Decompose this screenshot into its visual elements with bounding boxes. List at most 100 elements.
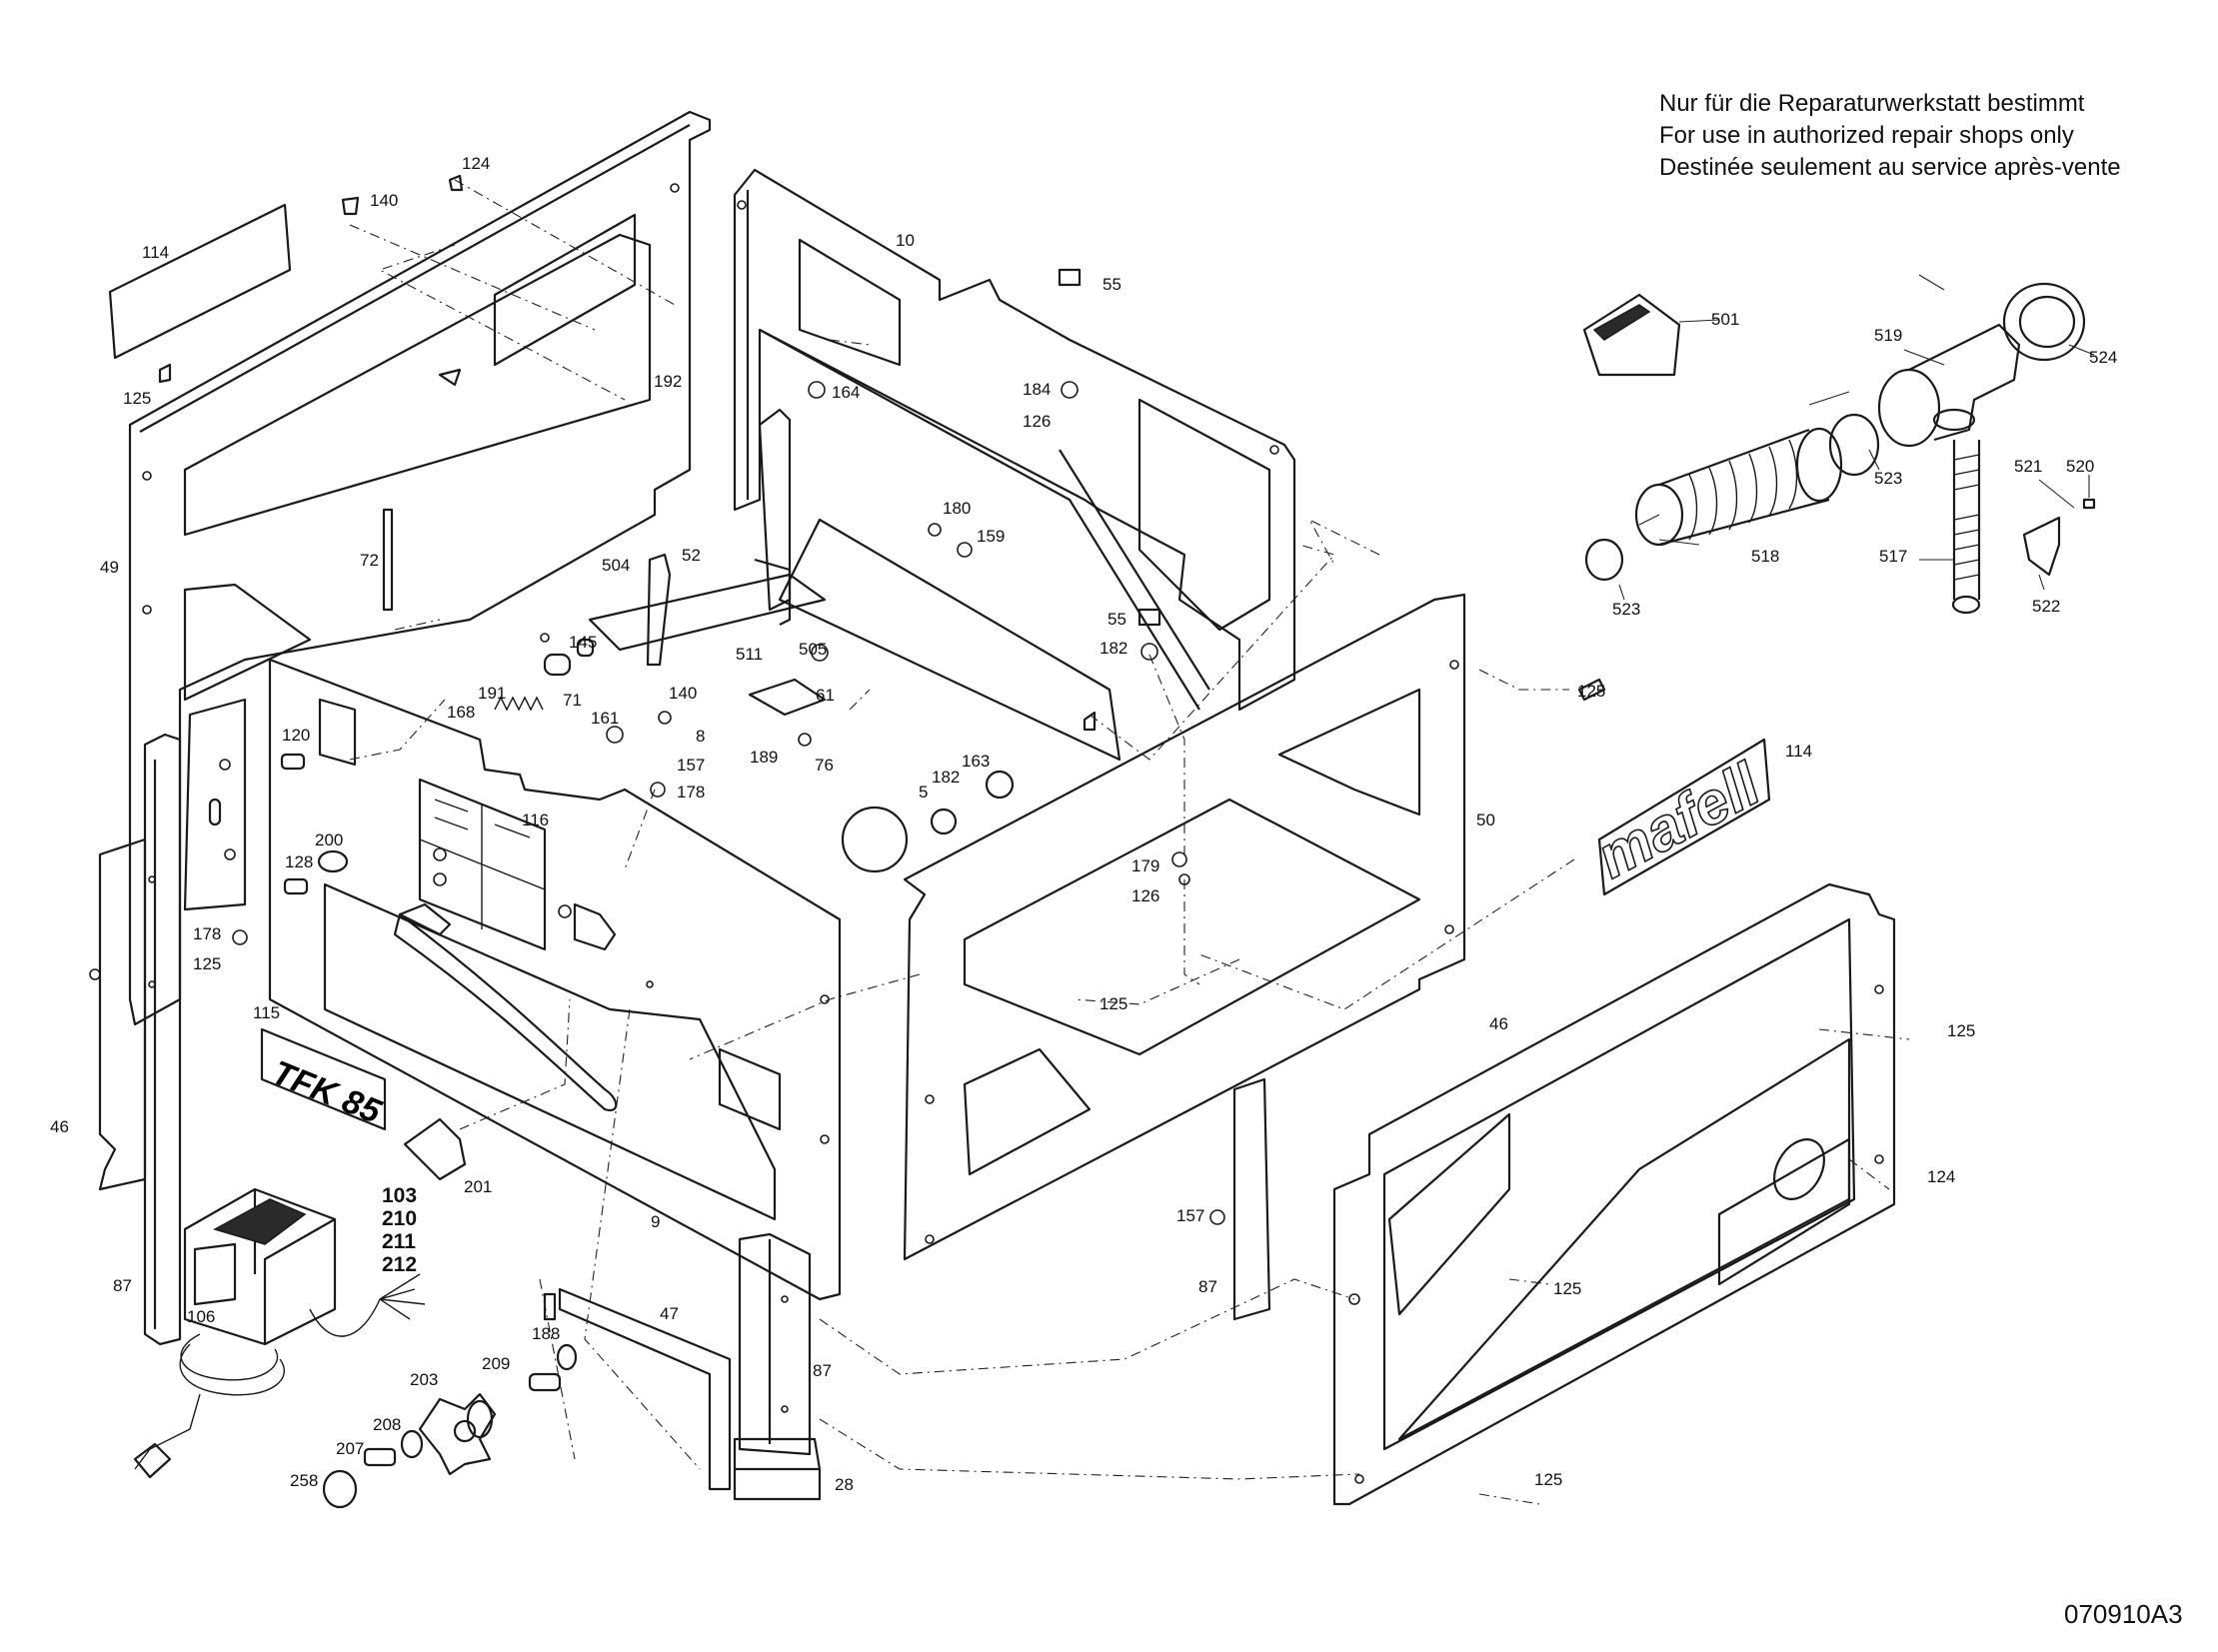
part-label: 114 <box>1785 742 1812 761</box>
repair-shop-notice: Nur für die Reparaturwerkstatt bestimmt … <box>1659 88 2121 184</box>
bracket-47 <box>558 1287 732 1491</box>
hose-517 <box>1951 440 1981 615</box>
part-label: 72 <box>360 551 379 570</box>
part-label: 189 <box>750 748 778 767</box>
part-label: 157 <box>1176 1206 1204 1225</box>
part-label: 201 <box>464 1177 492 1196</box>
part-label: 71 <box>563 691 582 710</box>
right-frame-10 <box>733 168 1296 712</box>
part-label: 521 <box>2014 457 2042 476</box>
stud-145 <box>576 638 595 658</box>
rod-72 <box>382 508 394 612</box>
part-label: 524 <box>2089 348 2117 367</box>
part-label: 8 <box>696 727 705 746</box>
part-label: 106 <box>187 1307 215 1326</box>
part-label: 157 <box>677 756 705 775</box>
side-panel-50 <box>903 593 1466 1261</box>
transformer-106 <box>133 1187 426 1479</box>
part-label: 126 <box>1131 886 1159 905</box>
part-label: 203 <box>410 1370 438 1389</box>
saw-blade-flange <box>841 770 1015 873</box>
plate-61 <box>748 678 827 717</box>
front-panel-9 <box>268 658 842 1301</box>
model-plate-115: TFK 85 <box>260 1027 387 1131</box>
wrench-set <box>588 553 827 667</box>
side-panel-46-left <box>89 837 147 1191</box>
part-label: 191 <box>478 684 506 703</box>
leg-87-right <box>1232 1077 1271 1321</box>
part-label: 116 <box>522 811 549 829</box>
mafell-logo-114: mafell <box>1585 738 1772 896</box>
part-label: 168 <box>447 703 475 722</box>
rear-panel-49 <box>128 110 712 1026</box>
sleeve-524 <box>2002 282 2086 362</box>
part-label: 159 <box>977 527 1005 546</box>
part-label: 200 <box>315 830 343 849</box>
part-label: 178 <box>193 924 221 943</box>
part-label: 49 <box>100 558 119 577</box>
part-label: 52 <box>682 546 701 565</box>
part-label: 208 <box>373 1415 401 1434</box>
lever-clip <box>398 902 452 936</box>
screw-520 <box>2082 498 2096 510</box>
spring-191 <box>494 696 544 712</box>
screw-128 <box>283 877 309 895</box>
part-label: 87 <box>113 1276 132 1295</box>
part-label: 125 <box>1534 1470 1562 1489</box>
part-label: 517 <box>1879 547 1907 566</box>
part-label: 125 <box>1577 682 1605 701</box>
part-label: 87 <box>1198 1277 1217 1296</box>
part-label: 212 <box>382 1253 417 1276</box>
part-label: 46 <box>1489 1014 1508 1033</box>
part-label: 182 <box>1100 639 1127 658</box>
part-label: 114 <box>142 243 169 262</box>
part-label: 47 <box>660 1304 679 1323</box>
mafell-logo-text: mafell <box>1586 750 1772 890</box>
part-label: 504 <box>602 556 630 575</box>
part-label: 125 <box>1100 994 1127 1013</box>
part-label: 523 <box>1874 469 1902 488</box>
part-label: 140 <box>669 684 697 703</box>
drawing-code: 070910A3 <box>2064 1599 2183 1629</box>
bushing-71 <box>543 653 572 677</box>
notice-line-french: Destinée seulement au service après-vent… <box>1659 154 2121 181</box>
part-label: 145 <box>569 633 597 652</box>
screw-120 <box>280 753 306 771</box>
part-label: 103 <box>382 1184 417 1207</box>
knob-200 <box>317 849 349 873</box>
part-label: 55 <box>1108 610 1126 629</box>
part-label: 5 <box>919 783 928 802</box>
part-label: 46 <box>50 1117 69 1136</box>
side-panel-46-right <box>1332 882 1896 1506</box>
part-label: 523 <box>1612 600 1640 619</box>
part-label: 182 <box>932 768 960 787</box>
part-label: 28 <box>835 1475 854 1494</box>
part-label: 163 <box>962 752 990 771</box>
small-hardware <box>158 174 1606 1225</box>
notice-line-german: Nur für die Reparaturwerkstatt bestimmt <box>1659 90 2085 117</box>
knob-201 <box>403 1117 467 1181</box>
part-label: 518 <box>1751 547 1779 566</box>
part-label: 161 <box>591 709 619 728</box>
part-label: 55 <box>1103 275 1121 294</box>
part-label: 124 <box>1927 1167 1955 1186</box>
part-label: 522 <box>2032 597 2060 616</box>
part-label: 125 <box>1947 1021 1975 1040</box>
part-label: 207 <box>336 1439 364 1458</box>
decal-114-blank <box>108 203 292 360</box>
part-label: 10 <box>896 231 915 250</box>
part-label: 184 <box>1023 380 1051 399</box>
hose-518 <box>1634 427 1843 547</box>
clamp-523-upper <box>1828 413 1880 477</box>
part-label: 61 <box>816 686 835 705</box>
instruction-plate-116 <box>433 799 531 886</box>
part-label: 125 <box>1553 1279 1581 1298</box>
part-label: 178 <box>677 783 705 802</box>
lever-hook <box>573 902 617 951</box>
part-label: 76 <box>815 756 834 775</box>
leg-87-middle <box>733 1232 822 1501</box>
part-label: 180 <box>943 499 971 518</box>
part-label: 501 <box>1711 310 1739 329</box>
part-label: 511 <box>736 645 763 664</box>
